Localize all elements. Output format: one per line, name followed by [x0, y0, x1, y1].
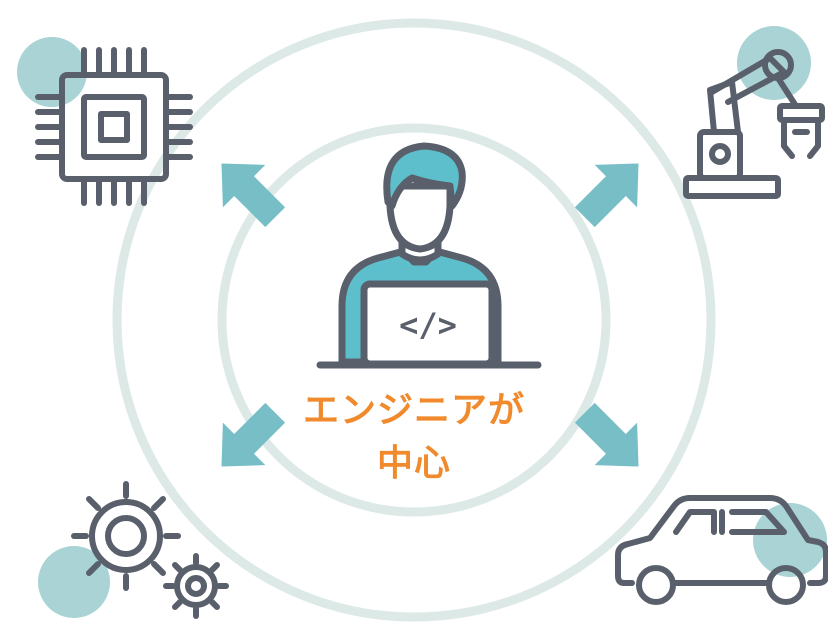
center-label-line2: 中心	[376, 443, 451, 484]
robot-arm-icon	[683, 49, 825, 199]
car-icon	[615, 495, 828, 605]
accent-bubble-top-left	[17, 37, 87, 107]
center-label-line1: エンジニアが	[302, 390, 525, 431]
engineer-hair	[383, 142, 466, 210]
inner-ring	[217, 123, 611, 517]
arrow-down-left	[221, 402, 286, 467]
arrow-up-right	[574, 163, 639, 228]
gears-icon	[71, 481, 229, 619]
engineer-with-laptop-icon: </>	[316, 142, 542, 369]
arrow-up-left	[221, 163, 286, 228]
laptop-code-symbol: </>	[399, 306, 457, 344]
arrow-down-right	[574, 402, 639, 467]
engineer-head	[386, 182, 454, 253]
outer-ring	[112, 18, 716, 622]
cpu-chip-icon	[35, 47, 193, 206]
accent-bubble-bottom-left	[38, 546, 110, 618]
